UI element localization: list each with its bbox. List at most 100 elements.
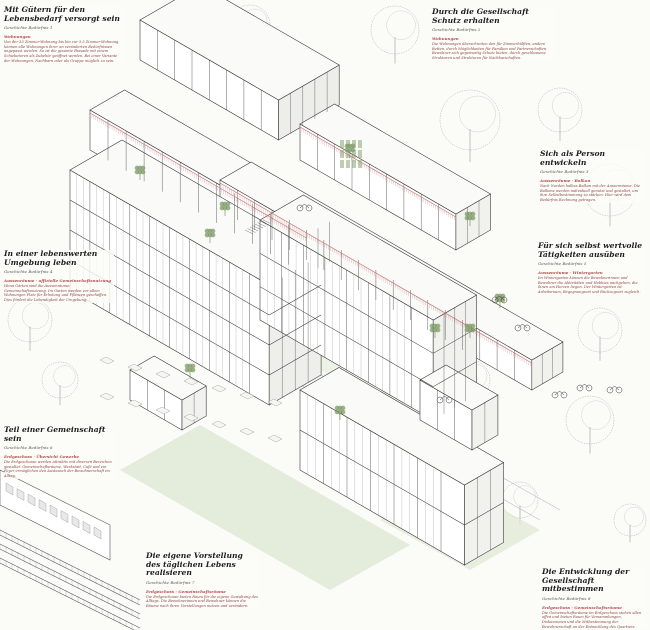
block-heading: Aussenräume · Wintergarten — [538, 270, 603, 276]
bike-wheel — [514, 324, 522, 332]
block-subtitle: Geschichte Bedürfnis 3 — [540, 169, 589, 175]
tree-canopy — [581, 400, 611, 430]
plant-foliage — [470, 323, 476, 329]
block-heading: Erdgeschoss · Gemeinschaftsräume — [146, 588, 226, 594]
floor-line — [299, 429, 465, 526]
block-title: Sich als Person entwickeln — [540, 149, 606, 167]
furniture-table — [211, 420, 227, 429]
furniture-table — [211, 384, 227, 393]
bike-frame — [554, 390, 560, 396]
block-subtitle: Geschichte Bedürfnis 6 — [4, 445, 53, 451]
roof-slab — [139, 0, 340, 101]
stair-step — [252, 225, 261, 230]
furniture-table — [183, 413, 199, 422]
tree-canopy — [386, 10, 416, 40]
stair-step — [254, 223, 264, 229]
plant-foliage — [190, 363, 196, 369]
train-window — [16, 488, 25, 501]
plant-foliage — [190, 367, 196, 373]
rail-track — [0, 557, 141, 629]
block-title: Mit Gütern für den Lebensbedarf versorgt… — [4, 5, 120, 23]
furniture-table — [127, 399, 143, 408]
furniture-table — [239, 391, 255, 400]
tree-canopy — [22, 302, 49, 329]
furniture-table — [183, 377, 199, 386]
facade-greenery — [358, 160, 362, 168]
stair-step — [249, 226, 259, 232]
plant-foliage — [225, 205, 231, 211]
bike-frame — [299, 203, 305, 209]
bike-frame — [494, 295, 500, 301]
balcony-rail — [89, 112, 307, 239]
tree-canopy — [624, 507, 644, 527]
tree-canopy — [565, 395, 615, 445]
block-body: Im Wintergarten können die Bewohnerinnen… — [538, 276, 641, 294]
train-window — [71, 515, 80, 529]
text-block-vorstellung: Die eigene Vorstellung des täglichen Leb… — [146, 551, 258, 609]
building-details — [69, 30, 553, 558]
tree-canopy — [577, 307, 623, 353]
lawn-patch — [120, 425, 410, 590]
facade-greenery — [346, 160, 350, 168]
plant-foliage — [470, 215, 476, 221]
block-subtitle: Geschichte Bedürfnis 5 — [538, 261, 587, 267]
block-heading: Wohnungen — [4, 34, 31, 40]
tree-canopy — [459, 95, 496, 133]
facade-greenery — [346, 150, 350, 158]
train-window — [93, 526, 102, 540]
train-window — [27, 493, 36, 507]
facade-greenery — [340, 140, 344, 148]
bike-frame — [499, 295, 505, 301]
bike-wheel — [491, 296, 499, 304]
block-subtitle: Geschichte Bedürfnis 7 — [146, 579, 195, 585]
block-body: Wenn Gärten sind die Aussenräume: Gemein… — [4, 284, 108, 302]
tree-canopy — [513, 485, 536, 508]
tree-canopy — [439, 89, 501, 151]
block-subtitle: Geschichte Bedürfnis 2 — [432, 27, 481, 33]
block-title: Die eigene Vorstellung des täglichen Leb… — [146, 551, 243, 578]
plant-foliage — [470, 211, 476, 217]
rail-track — [0, 562, 135, 630]
stair-step — [247, 228, 256, 233]
rail-track — [0, 529, 141, 601]
bike-frame — [444, 395, 450, 401]
balcony-rail — [299, 126, 457, 218]
facade-greenery — [358, 140, 362, 148]
facade-greenery — [340, 160, 344, 168]
text-block-schutz: Durch die Gesellschaft Schutz erhalten G… — [432, 7, 554, 61]
block-heading: Erdgeschoss · Übersicht Gewerbe — [4, 454, 79, 460]
text-block-taetigkeiten: Für sich selbst wertvolle Tätigkeiten au… — [538, 241, 644, 295]
text-block-gemeinschaft: Teil einer Gemeinschaft sein Geschichte … — [4, 425, 114, 479]
block-subtitle: Geschichte Bedürfnis 4 — [4, 269, 53, 275]
stair-step — [259, 220, 269, 226]
facade-greenery — [358, 150, 362, 158]
plant-foliage — [210, 232, 216, 238]
bike-frame — [614, 385, 620, 391]
stair-step — [262, 219, 271, 224]
block-body: Die Erdgeschosse werden attraktiv mit di… — [4, 460, 112, 478]
bicycles — [296, 203, 623, 404]
bike-wheel — [445, 396, 453, 404]
block-subtitle: Geschichte Bedürfnis 8 — [542, 595, 591, 601]
text-block-umgebung: In einer lebenswerten Umgebung leben Ges… — [4, 249, 114, 303]
bike-wheel — [576, 384, 584, 392]
facade-greenery — [340, 150, 344, 158]
block-heading: Aussenräume · offizielle Gemeinschaftsnu… — [4, 278, 112, 284]
block-body: Die Gemeinschaftsräume im Erdgeschoss st… — [542, 610, 642, 629]
stair-step — [257, 222, 266, 227]
train-window — [60, 510, 69, 523]
facade-greenery — [346, 140, 350, 148]
block-title: Teil einer Gemeinschaft sein — [4, 425, 106, 443]
tree-canopy — [370, 5, 420, 55]
block-heading: Aussenräume · Balkon — [540, 178, 591, 184]
bike-wheel — [296, 204, 304, 212]
stair-step — [244, 229, 254, 235]
plant-foliage — [340, 409, 346, 415]
plant-foliage — [210, 228, 216, 234]
bike-wheel — [615, 386, 623, 394]
bike-frame — [304, 203, 310, 209]
block-title: Für sich selbst wertvolle Tätigkeiten au… — [538, 241, 643, 259]
block-title: Durch die Gesellschaft Schutz erhalten — [432, 7, 529, 25]
tree-canopy — [613, 503, 647, 537]
